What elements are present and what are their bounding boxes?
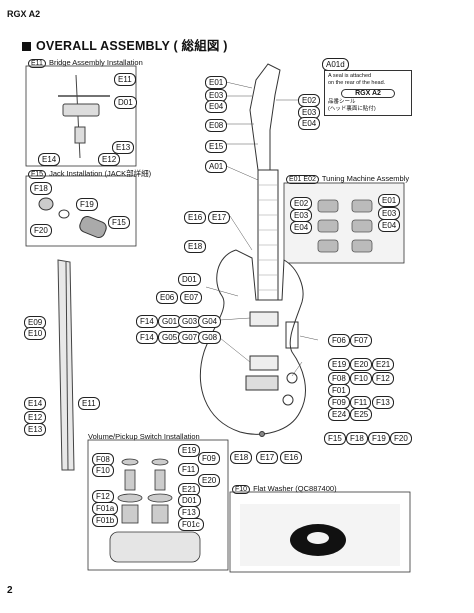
pickup-ring bbox=[285, 321, 299, 349]
section-jack-key: F15 bbox=[28, 170, 47, 179]
part-tag: E25 bbox=[350, 408, 373, 421]
washer-image bbox=[240, 504, 400, 566]
part-tag: F10 bbox=[92, 464, 114, 477]
part-tag: E01 bbox=[378, 194, 401, 207]
part-tag: E11 bbox=[78, 397, 100, 410]
part-tag: E16 bbox=[184, 211, 207, 224]
model-header: RGX A2 bbox=[7, 9, 41, 19]
note-jp-2: (ヘッド裏面に貼付) bbox=[328, 106, 376, 112]
part-tag: G04 bbox=[198, 315, 222, 328]
part-tag: E01 bbox=[205, 76, 228, 89]
part-tag: F15 bbox=[324, 432, 346, 445]
part-tag: E06 bbox=[156, 291, 179, 304]
part-tag: E24 bbox=[328, 408, 351, 421]
section-tuning-label: Tuning Machine Assembly bbox=[321, 174, 410, 183]
part-tag: F01c bbox=[178, 518, 204, 531]
part-tag: F07 bbox=[350, 334, 372, 347]
washer-panel bbox=[229, 491, 411, 573]
section-bridge-key: E11 bbox=[28, 59, 46, 68]
part-tag: F09 bbox=[198, 452, 220, 465]
part-tag: E21 bbox=[372, 358, 395, 371]
switch-drawing bbox=[109, 458, 201, 563]
section-bridge-label: Bridge Assembly Installation bbox=[48, 58, 143, 67]
part-tag: F19 bbox=[76, 198, 98, 211]
part-tag: E15 bbox=[205, 140, 228, 153]
jack-panel bbox=[25, 175, 137, 247]
part-tag: G05 bbox=[158, 331, 182, 344]
part-tag: E20 bbox=[198, 474, 221, 487]
part-tag: E08 bbox=[205, 119, 228, 132]
section-switch: Volume/Pickup Switch Installation bbox=[88, 432, 200, 441]
part-tag: E13 bbox=[112, 141, 135, 154]
switch-panel bbox=[87, 439, 229, 571]
part-tag: F20 bbox=[390, 432, 412, 445]
leader-lines bbox=[205, 81, 319, 377]
section-washer-label: Flat Washer (QC887400) bbox=[253, 484, 337, 493]
part-tag: E04 bbox=[290, 221, 313, 234]
page-number: 2 bbox=[7, 585, 13, 596]
section-tuning-key: E01 E02 bbox=[286, 175, 319, 184]
part-tag: E18 bbox=[230, 451, 253, 464]
part-tag: F11 bbox=[178, 463, 200, 476]
note-jp-1: 品番シール bbox=[328, 99, 356, 105]
tuning-drawing bbox=[317, 199, 373, 253]
part-tag: F19 bbox=[368, 432, 390, 445]
section-jack-label: Jack Installation (JACK部詳細) bbox=[49, 169, 152, 178]
part-tag: E11 bbox=[114, 73, 136, 86]
part-tag: F20 bbox=[30, 224, 52, 237]
part-tag: E04 bbox=[298, 117, 321, 130]
part-tag: F01b bbox=[92, 514, 119, 527]
part-tag: E20 bbox=[350, 358, 373, 371]
part-tag: E16 bbox=[280, 451, 303, 464]
part-tag: E14 bbox=[24, 397, 47, 410]
note-line-2: on the rear of the head. bbox=[328, 80, 386, 86]
part-tag: E07 bbox=[180, 291, 203, 304]
part-tag: F10 bbox=[350, 372, 372, 385]
note-line-1: A seal is attached bbox=[328, 73, 372, 79]
section-switch-label: Volume/Pickup Switch Installation bbox=[88, 432, 200, 441]
part-tag: E03 bbox=[290, 209, 313, 222]
part-tag: E18 bbox=[184, 240, 207, 253]
part-tag: E14 bbox=[38, 153, 61, 166]
part-tag: E19 bbox=[178, 444, 201, 457]
seal-note: A seal is attached on the rear of the he… bbox=[324, 70, 412, 116]
square-bullet-icon bbox=[22, 42, 31, 51]
part-tag: F14 bbox=[136, 315, 158, 328]
bridge-drawing bbox=[58, 74, 110, 159]
part-tag: G08 bbox=[198, 331, 222, 344]
section-washer-key: F10 bbox=[232, 485, 251, 494]
part-tag: F06 bbox=[328, 334, 350, 347]
part-tag: E17 bbox=[208, 211, 231, 224]
part-tag: E19 bbox=[328, 358, 351, 371]
part-tag: E17 bbox=[256, 451, 279, 464]
guitar-drawing bbox=[199, 63, 306, 437]
part-tag: F14 bbox=[136, 331, 158, 344]
part-tag: F13 bbox=[372, 396, 394, 409]
part-tag: F18 bbox=[30, 182, 52, 195]
neck-side-drawing bbox=[57, 259, 75, 471]
part-tag: E04 bbox=[378, 219, 401, 232]
page-title-text: OVERALL ASSEMBLY ( 総組図 ) bbox=[36, 39, 228, 53]
part-tag: A01 bbox=[205, 160, 228, 173]
part-tag: D01 bbox=[178, 273, 201, 286]
part-tag: E13 bbox=[24, 423, 47, 436]
part-tag: F15 bbox=[108, 216, 130, 229]
bridge-panel bbox=[25, 65, 137, 167]
jack-drawing bbox=[38, 197, 107, 238]
note-model-tag: RGX A2 bbox=[341, 89, 395, 98]
part-tag: D01 bbox=[114, 96, 137, 109]
part-tag: F18 bbox=[346, 432, 368, 445]
part-tag: E04 bbox=[205, 100, 228, 113]
part-tag: E10 bbox=[24, 327, 47, 340]
part-tag: E12 bbox=[98, 153, 121, 166]
page-title: OVERALL ASSEMBLY ( 総組図 ) bbox=[22, 35, 228, 54]
part-tag: F12 bbox=[372, 372, 394, 385]
